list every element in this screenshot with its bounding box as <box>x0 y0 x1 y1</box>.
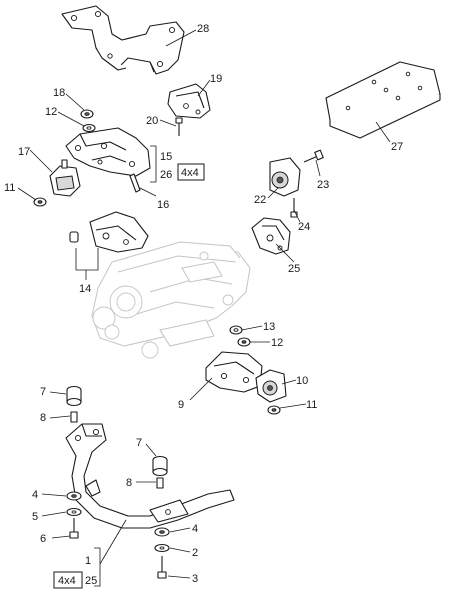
callout-27: 27 <box>391 141 403 153</box>
engine-mount-bracket-15 <box>65 127 151 177</box>
callout-7a: 7 <box>40 386 46 398</box>
nut-18 <box>80 109 94 119</box>
tag-4x4-lower-text: 4x4 <box>58 575 76 587</box>
callout-17: 17 <box>18 146 30 158</box>
mount-22 <box>269 157 301 197</box>
callout-18: 18 <box>53 87 65 99</box>
callout-26: 26 <box>160 169 172 181</box>
bolt-24 <box>290 198 298 218</box>
callout-3: 3 <box>192 573 198 585</box>
callout-25b: 25 <box>85 575 97 587</box>
callout-4b: 4 <box>192 523 198 535</box>
skid-plate-27 <box>325 61 441 139</box>
engine-bracket-9 <box>205 351 263 393</box>
callout-2: 2 <box>192 547 198 559</box>
callout-19: 19 <box>210 73 222 85</box>
tag-box-4x4-lower <box>53 571 83 589</box>
lower-crossmember <box>65 423 235 529</box>
callout-20: 20 <box>146 115 158 127</box>
pin-16 <box>129 173 141 193</box>
callout-25: 25 <box>288 263 300 275</box>
callout-7b: 7 <box>136 437 142 449</box>
washer-2 <box>154 543 170 553</box>
callout-8a: 8 <box>40 412 46 424</box>
callout-12b: 12 <box>271 337 283 349</box>
nut-11b <box>267 405 281 415</box>
leader-lines <box>17 29 391 587</box>
bolt-20 <box>175 117 183 136</box>
spacer-8a <box>70 411 78 423</box>
bolt-6 <box>69 518 79 539</box>
callout-11b: 11 <box>306 399 317 411</box>
callout-24: 24 <box>298 221 310 233</box>
insulator-4a <box>66 491 82 501</box>
tag-box-4x4-upper <box>177 163 205 181</box>
washer-12 <box>82 123 96 133</box>
engine-block-ghost <box>91 241 251 359</box>
callout-9: 9 <box>178 399 184 411</box>
spacer-8b <box>156 477 164 489</box>
bolt-3 <box>157 556 167 579</box>
engine-bracket-14 <box>69 211 149 253</box>
callout-1: 1 <box>85 555 91 567</box>
insulator-4b <box>154 527 170 537</box>
callout-13: 13 <box>263 321 275 333</box>
callout-11: 11 <box>4 182 15 194</box>
callout-6: 6 <box>40 533 46 545</box>
rubber-insulator-7a <box>66 385 82 407</box>
callout-5: 5 <box>32 511 38 523</box>
callout-15: 15 <box>160 151 172 163</box>
rubber-mount-17 <box>49 159 81 197</box>
callout-16: 16 <box>157 199 169 211</box>
nut-12 <box>237 337 251 347</box>
callout-8b: 8 <box>126 477 132 489</box>
callout-10: 10 <box>296 375 308 387</box>
washer-5 <box>66 507 82 517</box>
nut-11 <box>33 197 47 207</box>
callout-14: 14 <box>79 283 91 295</box>
callout-28: 28 <box>197 23 209 35</box>
rubber-insulator-7b <box>152 455 168 477</box>
tag-4x4-upper-text: 4x4 <box>181 167 199 179</box>
washer-13 <box>229 325 243 335</box>
callout-23: 23 <box>317 179 329 191</box>
bolt-23 <box>303 149 324 163</box>
mount-bracket-25 <box>251 217 291 255</box>
callout-labels: 28 19 18 12 20 27 17 15 26 11 16 23 22 2… <box>4 23 403 587</box>
crossmember-bracket-28 <box>61 5 185 75</box>
mount-bracket-19 <box>167 83 211 119</box>
rubber-mount-10 <box>255 369 287 403</box>
callout-4a: 4 <box>32 489 38 501</box>
callout-22: 22 <box>254 194 266 206</box>
callout-12: 12 <box>45 106 57 118</box>
